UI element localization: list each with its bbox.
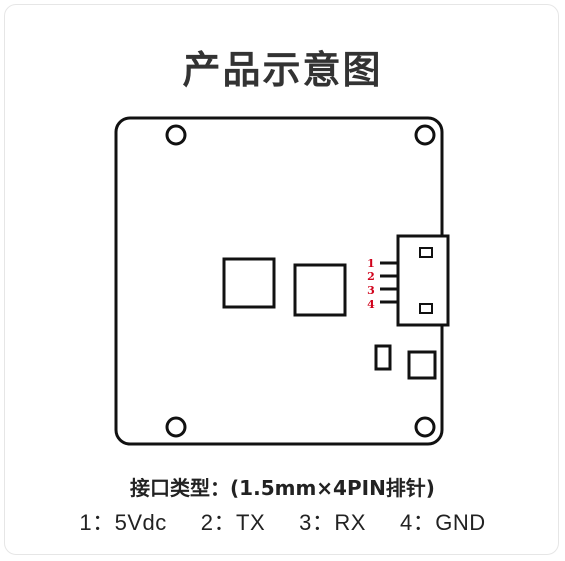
small-component-square — [407, 350, 437, 380]
connector-housing — [396, 234, 450, 327]
pin-number-3: 3 — [367, 284, 375, 297]
connector-latch-bottom — [419, 303, 433, 314]
mounting-hole-bottom-left — [165, 416, 187, 438]
pin-legend-2: 2：TX — [200, 510, 266, 535]
mounting-hole-top-left — [165, 124, 187, 146]
chip-left — [222, 257, 276, 309]
pin-legend-4: 4：GND — [399, 510, 486, 535]
pcb-board-outline — [114, 116, 444, 446]
chip-right — [293, 263, 347, 317]
mounting-hole-top-right — [414, 124, 436, 146]
pin-legend-3: 3：RX — [299, 510, 366, 535]
small-component-rect — [374, 344, 392, 371]
mounting-hole-bottom-right — [414, 416, 436, 438]
image-frame — [4, 4, 559, 555]
pin-legend: 1：5Vdc 2：TX 3：RX 4：GND — [0, 508, 565, 538]
pin-number-4: 4 — [367, 298, 375, 311]
product-diagram: 1 2 3 4 — [114, 116, 450, 446]
pin-legend-1: 1：5Vdc — [79, 510, 167, 535]
interface-type-note: 接口类型：(1.5mm×4PIN排针) — [130, 476, 435, 500]
connector-latch-top — [419, 247, 433, 258]
pin-number-2: 2 — [367, 270, 375, 283]
page-title: 产品示意图 — [182, 48, 383, 92]
pin-number-1: 1 — [367, 257, 375, 270]
